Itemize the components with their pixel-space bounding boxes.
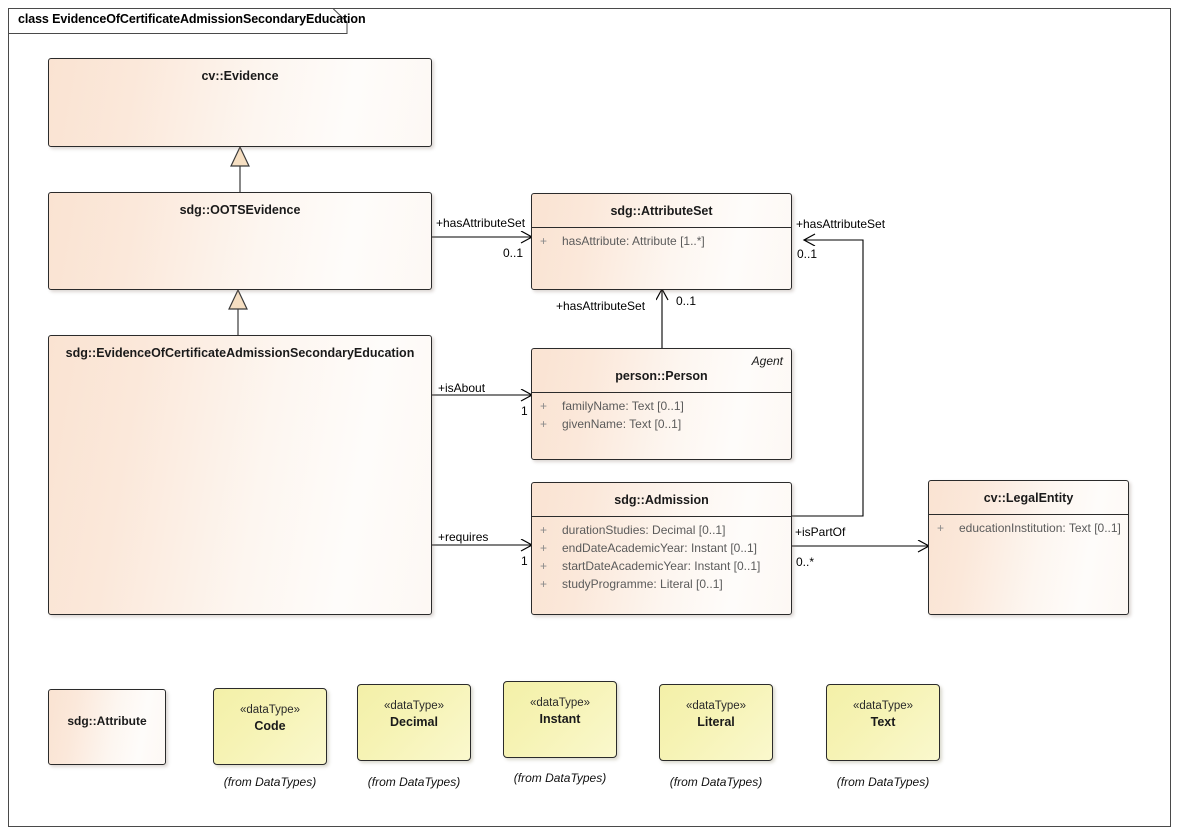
diagram-title: class EvidenceOfCertificateAdmissionSeco… xyxy=(18,12,366,26)
attribute-compartment: + durationStudies: Decimal [0..1] + endDat… xyxy=(532,517,791,593)
datatype-from-label: (from DataTypes) xyxy=(836,775,930,789)
datatype-name: Text xyxy=(870,715,896,729)
visibility-marker: + xyxy=(540,559,548,573)
datatype-from-label: (from DataTypes) xyxy=(513,771,607,785)
class-name: sdg::Admission xyxy=(614,493,709,507)
class-box-sdg-attribute[interactable]: sdg::Attribute xyxy=(48,689,166,765)
datatype-name: Instant xyxy=(539,712,581,726)
connector-role-label-hasattributeset-admission: +hasAttributeSet xyxy=(796,217,886,231)
attribute-row: + studyProgramme: Literal [0..1] xyxy=(532,575,791,593)
class-name: sdg::EvidenceOfCertificateAdmissionSecon… xyxy=(65,346,415,360)
connector-role-label-ispartof: +isPartOf xyxy=(795,525,846,539)
connector-role-label-isabout: +isAbout xyxy=(438,381,486,395)
attribute-text: durationStudies: Decimal [0..1] xyxy=(562,523,726,537)
class-box-sdg-attributeset[interactable]: sdg::AttributeSet + hasAttribute: Attribu… xyxy=(531,193,792,290)
diagram-frame-tab: class EvidenceOfCertificateAdmissionSeco… xyxy=(8,8,366,34)
connector-multiplicity-hasattributeset-oots: 0..1 xyxy=(503,246,524,260)
attribute-text: studyProgramme: Literal [0..1] xyxy=(562,577,723,591)
datatype-stereotype: «dataType» xyxy=(685,700,747,712)
compartment-divider xyxy=(532,516,791,517)
attribute-row: + hasAttribute: Attribute [1..*] xyxy=(532,232,791,250)
datatype-stereotype: «dataType» xyxy=(529,697,591,709)
visibility-marker: + xyxy=(540,541,548,555)
visibility-marker: + xyxy=(937,521,945,535)
class-name: cv::Evidence xyxy=(201,69,279,83)
attribute-text: startDateAcademicYear: Instant [0..1] xyxy=(562,559,761,573)
connector-multiplicity-ispartof: 0..* xyxy=(796,555,815,569)
datatype-box-decimal[interactable]: «dataType» Decimal xyxy=(357,684,471,761)
connector-role-label-hasattributeset-oots: +hasAttributeSet xyxy=(436,216,526,230)
class-box-sdg-evidenceofcertificateadmissionsecondaryeducation[interactable]: sdg::EvidenceOfCertificateAdmissionSecon… xyxy=(48,335,432,615)
compartment-divider xyxy=(929,514,1128,515)
class-stereotype-agent: Agent xyxy=(751,354,783,368)
attribute-text: givenName: Text [0..1] xyxy=(562,417,682,431)
attribute-text: endDateAcademicYear: Instant [0..1] xyxy=(562,541,758,555)
attribute-compartment: + educationInstitution: Text [0..1] xyxy=(929,515,1128,537)
diagram-frame xyxy=(8,8,1171,827)
class-name: sdg::AttributeSet xyxy=(610,204,713,218)
datatype-from-label: (from DataTypes) xyxy=(367,775,461,789)
class-box-person-person[interactable]: Agent person::Person + familyName: Text [… xyxy=(531,348,792,460)
attribute-row: + familyName: Text [0..1] xyxy=(532,397,791,415)
datatype-box-literal[interactable]: «dataType» Literal xyxy=(659,684,773,761)
attribute-compartment: + familyName: Text [0..1] + givenName: Tex… xyxy=(532,393,791,433)
datatype-from-label: (from DataTypes) xyxy=(223,775,317,789)
compartment-divider xyxy=(532,392,791,393)
attribute-row: + givenName: Text [0..1] xyxy=(532,415,791,433)
attribute-text: familyName: Text [0..1] xyxy=(562,399,684,413)
datatype-stereotype: «dataType» xyxy=(852,700,914,712)
visibility-marker: + xyxy=(540,399,548,413)
attribute-text: educationInstitution: Text [0..1] xyxy=(959,521,1121,535)
datatype-from-label: (from DataTypes) xyxy=(669,775,763,789)
visibility-marker: + xyxy=(540,417,548,431)
class-box-cv-legalentity[interactable]: cv::LegalEntity + educationInstitution: T… xyxy=(928,480,1129,615)
datatype-box-text[interactable]: «dataType» Text xyxy=(826,684,940,761)
datatype-name: Literal xyxy=(697,715,735,729)
connector-role-label-requires: +requires xyxy=(438,530,489,544)
attribute-row: + educationInstitution: Text [0..1] xyxy=(929,519,1128,537)
visibility-marker: + xyxy=(540,577,548,591)
class-box-cv-evidence[interactable]: cv::Evidence xyxy=(48,58,432,147)
datatype-box-instant[interactable]: «dataType» Instant xyxy=(503,681,617,758)
connector-multiplicity-requires: 1 xyxy=(521,554,528,568)
compartment-divider xyxy=(532,227,791,228)
visibility-marker: + xyxy=(540,234,548,248)
class-name: sdg::OOTSEvidence xyxy=(179,203,301,217)
datatype-name: Code xyxy=(254,719,286,733)
class-box-sdg-ootsevidence[interactable]: sdg::OOTSEvidence xyxy=(48,192,432,290)
visibility-marker: + xyxy=(540,523,548,537)
connector-multiplicity-hasattributeset-person: 0..1 xyxy=(676,294,697,308)
attribute-compartment: + hasAttribute: Attribute [1..*] xyxy=(532,228,791,250)
attribute-row: + startDateAcademicYear: Instant [0..1] xyxy=(532,557,791,575)
datatype-name: Decimal xyxy=(390,715,438,729)
class-name: person::Person xyxy=(615,369,708,383)
datatype-stereotype: «dataType» xyxy=(239,704,301,716)
class-name: cv::LegalEntity xyxy=(983,491,1074,505)
connector-multiplicity-isabout: 1 xyxy=(521,404,528,418)
datatype-stereotype: «dataType» xyxy=(383,700,445,712)
attribute-row: + durationStudies: Decimal [0..1] xyxy=(532,521,791,539)
attribute-row: + endDateAcademicYear: Instant [0..1] xyxy=(532,539,791,557)
class-box-sdg-admission[interactable]: sdg::Admission + durationStudies: Decimal… xyxy=(531,482,792,615)
connector-role-label-hasattributeset-person: +hasAttributeSet xyxy=(556,299,646,313)
class-name: sdg::Attribute xyxy=(67,714,147,728)
datatype-box-code[interactable]: «dataType» Code xyxy=(213,688,327,765)
connector-multiplicity-hasattributeset-admission: 0..1 xyxy=(797,247,818,261)
attribute-text: hasAttribute: Attribute [1..*] xyxy=(562,234,705,248)
